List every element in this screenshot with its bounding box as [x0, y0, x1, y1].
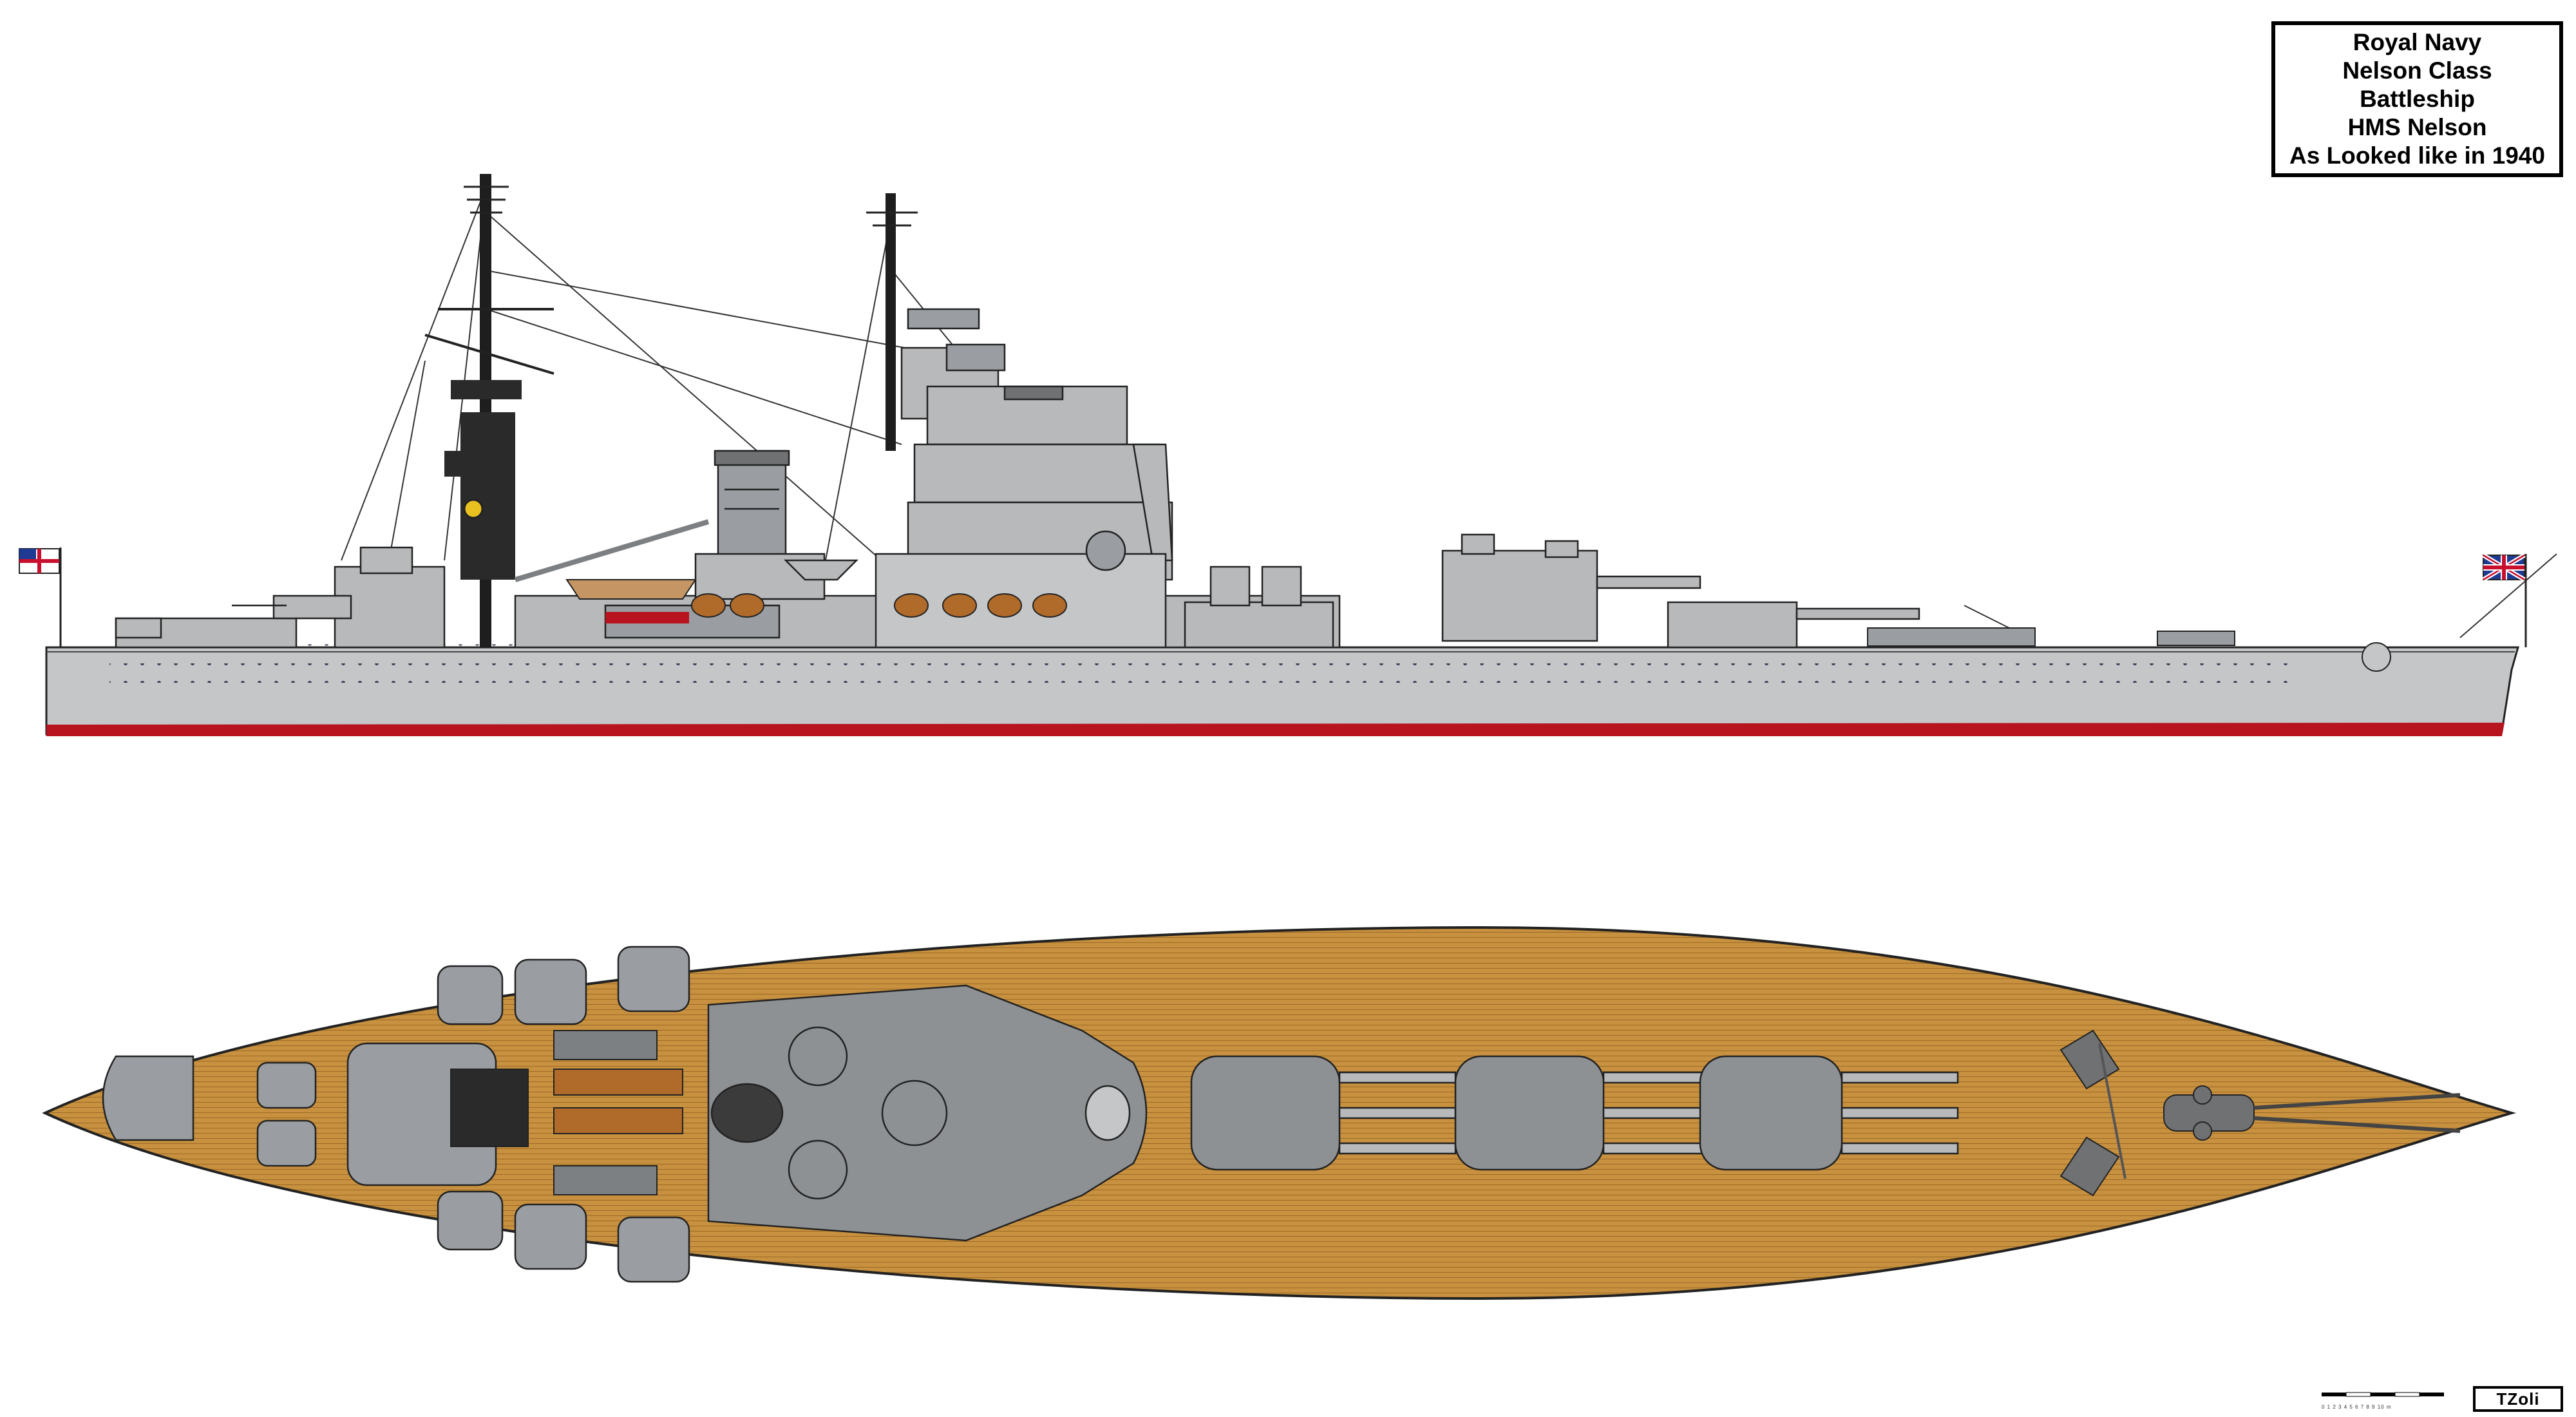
- plan-view: [42, 926, 2517, 1300]
- catapult-area: [450, 1030, 683, 1195]
- main-turret-a: [1184, 566, 1334, 649]
- main-turret-b: [1667, 601, 1920, 649]
- title-line-4: HMS Nelson: [2347, 114, 2487, 140]
- main-turret-c: [1441, 533, 1701, 642]
- title-block: Royal Navy Nelson Class Battleship HMS N…: [2271, 21, 2563, 177]
- fore-deck-fittings: [1867, 627, 2391, 672]
- scale-label: 0 1 2 3 4 5 6 7 8 9 10 m: [2322, 1404, 2392, 1410]
- turret-c-plan: [1699, 1055, 1959, 1171]
- scale-bar: [2322, 1392, 2444, 1397]
- boot-topping: [46, 723, 2505, 736]
- crane: [514, 519, 710, 582]
- boats: [565, 579, 1067, 618]
- title-line-3: Battleship: [2360, 86, 2475, 112]
- title-line-5: As Looked like in 1940: [2289, 142, 2545, 169]
- hull: [45, 646, 2519, 736]
- main-mast: [424, 174, 554, 647]
- hull-portholes: [109, 663, 2299, 683]
- forward-tower: [866, 193, 1173, 649]
- breakwater: [2098, 1043, 2126, 1179]
- turret-a-plan: [1190, 1055, 1457, 1171]
- secondary-turret-aft: [115, 594, 352, 639]
- title-line-1: Royal Navy: [2353, 29, 2482, 55]
- scale-label-wrap: 0 1 2 3 4 5 6 7 8 9 10 m: [2322, 1391, 2444, 1411]
- union-jack-icon: [2482, 553, 2527, 647]
- artist-signature: TZoli: [2473, 1386, 2563, 1412]
- side-profile: [19, 174, 2557, 736]
- central-superstructure: [707, 984, 1148, 1242]
- funnel: [694, 450, 859, 600]
- title-line-2: Nelson Class: [2342, 57, 2492, 84]
- white-ensign-icon: [19, 547, 62, 647]
- turret-b-plan: [1454, 1055, 1721, 1171]
